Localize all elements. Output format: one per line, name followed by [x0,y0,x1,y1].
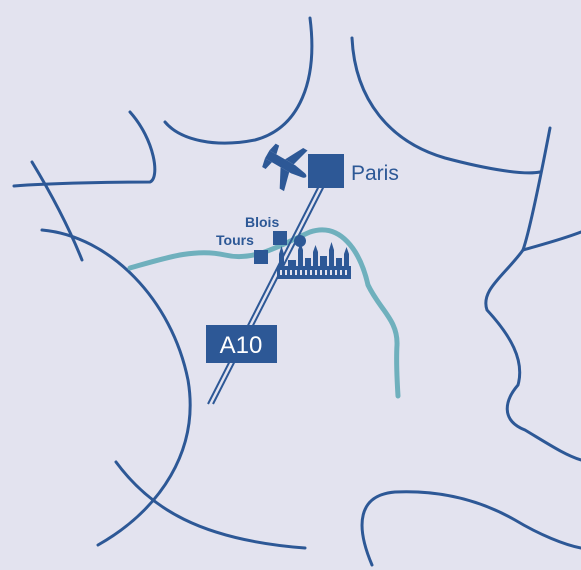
city-paris-marker [308,154,344,188]
chateau-base [277,266,351,279]
boundary-top-right [350,36,542,175]
city-tours-label: Tours [216,232,254,248]
city-paris: Paris [308,154,399,188]
boundary-bottom-right [360,490,581,567]
boundary-left-diagonal [30,160,84,262]
road-badge-label: A10 [220,332,263,359]
city-tours: Tours [216,232,268,264]
boundary-left-big [40,228,192,547]
river-loire [127,227,401,399]
boundary-left-upper [12,110,157,188]
road-badge-a10: A10 [206,325,277,363]
boundary-right-spur [521,230,581,252]
boundary-right-edge [484,126,581,462]
road-badge-bg [206,325,277,363]
motorway-a10 [207,179,328,405]
city-tours-marker [254,250,268,264]
chateau-icon [277,242,351,279]
boundary-bottom [114,460,307,550]
location-dot [294,235,306,247]
city-blois-label: Blois [245,214,279,230]
motorway-a10-line-right [212,179,328,405]
airplane-icon [262,143,308,192]
city-paris-label: Paris [351,162,399,185]
motorway-a10-line-left [207,179,323,405]
region-boundaries [12,16,581,567]
boundary-top-center [163,16,314,145]
city-blois: Blois [245,214,287,245]
city-blois-marker [273,231,287,245]
